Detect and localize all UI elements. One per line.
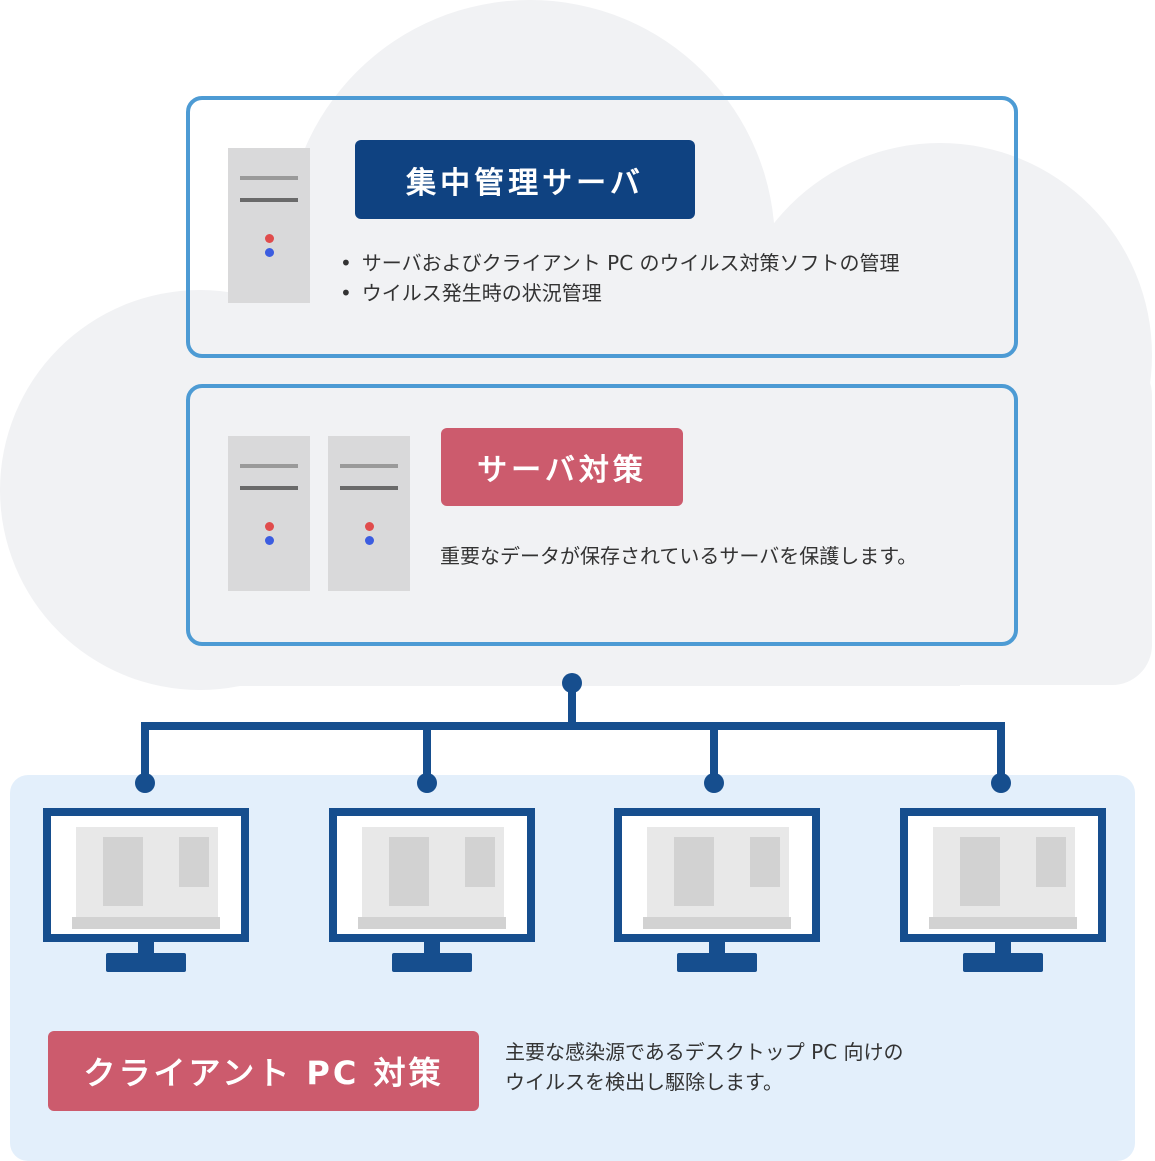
server-tower-icon xyxy=(228,148,310,303)
desktop-monitor-icon xyxy=(614,808,820,972)
server-protection-description: 重要なデータが保存されているサーバを保護します。 xyxy=(440,544,918,568)
network-node xyxy=(704,773,724,793)
desktop-monitor-icon xyxy=(43,808,249,972)
network-node-top xyxy=(562,673,582,693)
server-tower-icon xyxy=(328,436,410,591)
client-description-line: 主要な感染源であるデスクトップ PC 向けの xyxy=(505,1040,904,1064)
central-server-panel xyxy=(186,96,1018,358)
central-server-item: サーバおよびクライアント PC のウイルス対策ソフトの管理 xyxy=(340,248,900,278)
server-protection-panel xyxy=(186,384,1018,646)
client-protection-label: クライアント PC 対策 xyxy=(48,1031,479,1111)
desktop-monitor-icon xyxy=(900,808,1106,972)
network-node xyxy=(417,773,437,793)
client-protection-description: 主要な感染源であるデスクトップ PC 向けの ウイルスを検出し駆除します。 xyxy=(505,1037,904,1097)
network-connector xyxy=(135,673,1011,793)
desktop-monitor-icon xyxy=(329,808,535,972)
client-description-line: ウイルスを検出し駆除します。 xyxy=(505,1070,783,1094)
central-server-label: 集中管理サーバ xyxy=(355,140,695,219)
server-protection-label: サーバ対策 xyxy=(441,428,683,506)
network-node xyxy=(135,773,155,793)
network-node xyxy=(991,773,1011,793)
central-server-items: サーバおよびクライアント PC のウイルス対策ソフトの管理 ウイルス発生時の状況… xyxy=(340,248,900,308)
central-server-item: ウイルス発生時の状況管理 xyxy=(340,278,900,308)
server-tower-icon xyxy=(228,436,310,591)
